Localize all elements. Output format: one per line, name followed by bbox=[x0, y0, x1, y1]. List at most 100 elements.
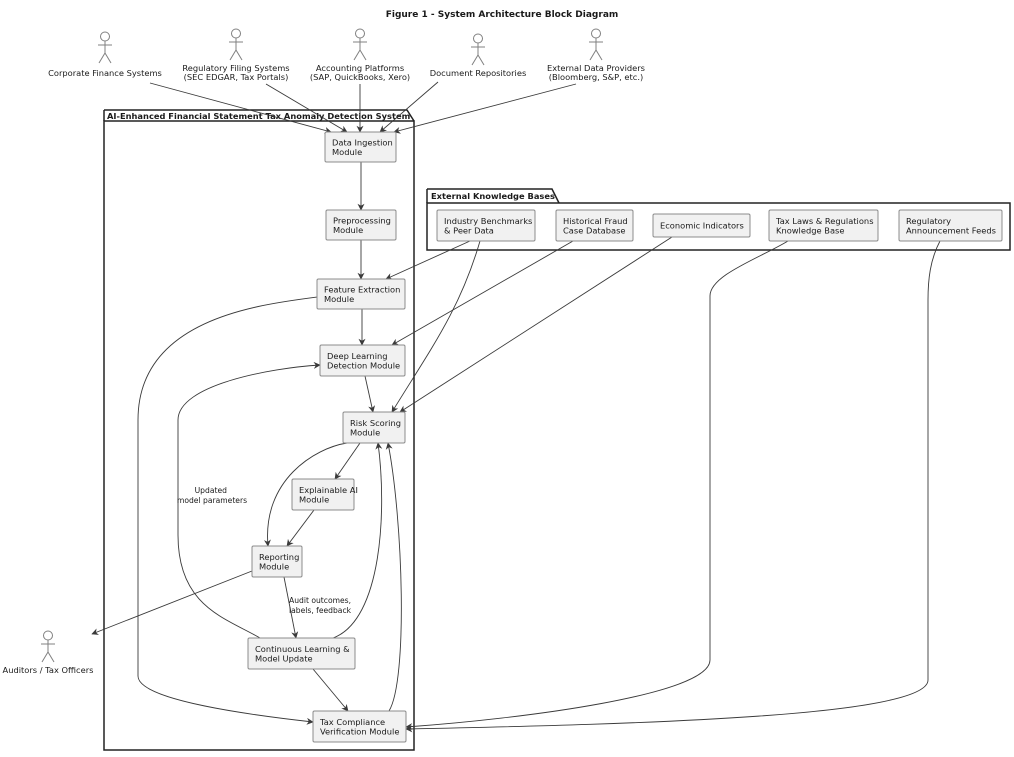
knowledge-bases-package: External Knowledge Bases bbox=[426, 188, 1011, 251]
node-box bbox=[898, 209, 1003, 242]
actor-corp: Corporate Finance Systems bbox=[48, 31, 162, 78]
actor-extdata: External Data Providers(Bloomberg, S&P, … bbox=[547, 28, 645, 82]
node-label-line: Risk Scoring bbox=[350, 418, 401, 428]
actor-label: Accounting Platforms(SAP, QuickBooks, Xe… bbox=[310, 63, 410, 82]
edge-feature-to-taxcomp bbox=[137, 296, 318, 725]
actor-icon bbox=[589, 28, 603, 61]
edge-label-audit-outcomes: Audit outcomes, labels, feedback bbox=[289, 596, 353, 615]
node-label: Industry Benchmarks& Peer Data bbox=[444, 216, 532, 236]
actor-label-line: Auditors / Tax Officers bbox=[3, 665, 94, 675]
actor-label-line: Accounting Platforms bbox=[316, 63, 404, 73]
edge-reporting-to-learning bbox=[283, 576, 299, 639]
edge-label-line: labels, feedback bbox=[289, 606, 352, 615]
node-label-line: Module bbox=[299, 494, 329, 504]
node-label-line: Historical Fraud bbox=[563, 216, 628, 226]
actor-label: Regulatory Filing Systems(SEC EDGAR, Tax… bbox=[182, 63, 289, 82]
node-label-line: Preprocessing bbox=[333, 215, 391, 225]
actors-layer: Corporate Finance Systems Regulatory Fili… bbox=[3, 28, 645, 675]
node-box bbox=[768, 209, 879, 242]
node-label-line: & Peer Data bbox=[444, 225, 494, 235]
node-box bbox=[325, 209, 397, 241]
actor-label: Corporate Finance Systems bbox=[48, 68, 162, 78]
node-box bbox=[291, 478, 355, 511]
svg-text:Audit outcomes, labels,: Audit outcomes, labels, feedback bbox=[289, 596, 353, 615]
actor-icon bbox=[98, 31, 112, 64]
node-label-line: Module bbox=[324, 294, 354, 304]
knowledge-bases-package-title: External Knowledge Bases bbox=[431, 191, 555, 201]
actor-acct: Accounting Platforms(SAP, QuickBooks, Xe… bbox=[310, 28, 410, 82]
actor-label-line: (SAP, QuickBooks, Xero) bbox=[310, 72, 410, 82]
node-label-line: Economic Indicators bbox=[660, 221, 744, 231]
actor-label-line: External Data Providers bbox=[547, 63, 645, 73]
edge-reporting-to-auditors bbox=[91, 570, 253, 635]
edges-layer bbox=[91, 81, 941, 733]
node-label-line: Model Update bbox=[255, 653, 313, 663]
actor-label-line: Regulatory Filing Systems bbox=[182, 63, 289, 73]
node-label-line: Continuous Learning & bbox=[255, 644, 350, 654]
node-box bbox=[316, 278, 406, 310]
node-label-line: Explainable AI bbox=[299, 485, 358, 495]
edge-risk-to-reporting bbox=[263, 442, 348, 547]
edge-xai-to-reporting bbox=[286, 509, 315, 547]
module-learning: Continuous Learning &Model Update bbox=[247, 637, 356, 670]
edge-learning-to-taxcomp bbox=[312, 668, 349, 712]
node-box bbox=[319, 344, 406, 377]
node-label-line: Industry Benchmarks bbox=[444, 216, 532, 226]
actor-label-line: (Bloomberg, S&P, etc.) bbox=[549, 72, 643, 82]
edge-learning-to-deeplearning bbox=[177, 361, 321, 639]
actor-label-line: (SEC EDGAR, Tax Portals) bbox=[184, 72, 289, 82]
system-package-title: AI-Enhanced Financial Statement Tax Anom… bbox=[107, 111, 410, 121]
edge-corp-to-ingestion bbox=[149, 82, 332, 134]
node-label-line: Detection Module bbox=[327, 360, 400, 370]
node-box bbox=[342, 411, 406, 444]
node-label-line: Module bbox=[259, 561, 289, 571]
node-label-line: Tax Laws & Regulations bbox=[775, 216, 874, 226]
node-label-line: Knowledge Base bbox=[776, 225, 844, 235]
node-label: Continuous Learning &Model Update bbox=[255, 644, 350, 664]
actor-label: External Data Providers(Bloomberg, S&P, … bbox=[547, 63, 645, 82]
node-box bbox=[247, 637, 356, 670]
edge-fraud-to-deeplearning bbox=[391, 240, 574, 346]
system-package: AI-Enhanced Financial Statement Tax Anom… bbox=[103, 109, 415, 751]
edge-learning-to-risk bbox=[332, 442, 383, 639]
node-label-line: Data Ingestion bbox=[332, 137, 393, 147]
edge-label-line: Audit outcomes, bbox=[289, 596, 351, 605]
node-label-line: Feature Extraction bbox=[324, 284, 400, 294]
knowledge-base-benchmarks: Industry Benchmarks& Peer Data bbox=[436, 209, 536, 242]
node-label-line: Module bbox=[333, 225, 363, 235]
node-box bbox=[652, 213, 751, 238]
actor-label: Document Repositories bbox=[430, 68, 527, 78]
edge-regfiling-to-ingestion bbox=[265, 83, 348, 133]
node-box bbox=[436, 209, 536, 242]
actor-label: Auditors / Tax Officers bbox=[3, 665, 94, 675]
edge-taxcomp-to-risk bbox=[385, 442, 402, 712]
node-box bbox=[324, 131, 397, 163]
actor-icon bbox=[41, 630, 55, 663]
node-label-line: Case Database bbox=[563, 225, 626, 235]
actor-icon bbox=[229, 28, 243, 61]
edge-taxlaw-to-taxcomp bbox=[405, 240, 789, 731]
actor-auditors: Auditors / Tax Officers bbox=[3, 630, 94, 675]
actor-icon bbox=[353, 28, 367, 61]
actor-docrepo: Document Repositories bbox=[430, 33, 527, 78]
actor-regfiling: Regulatory Filing Systems(SEC EDGAR, Tax… bbox=[182, 28, 290, 82]
node-label: Economic Indicators bbox=[660, 221, 744, 231]
edge-extdata-to-ingestion bbox=[393, 83, 577, 134]
